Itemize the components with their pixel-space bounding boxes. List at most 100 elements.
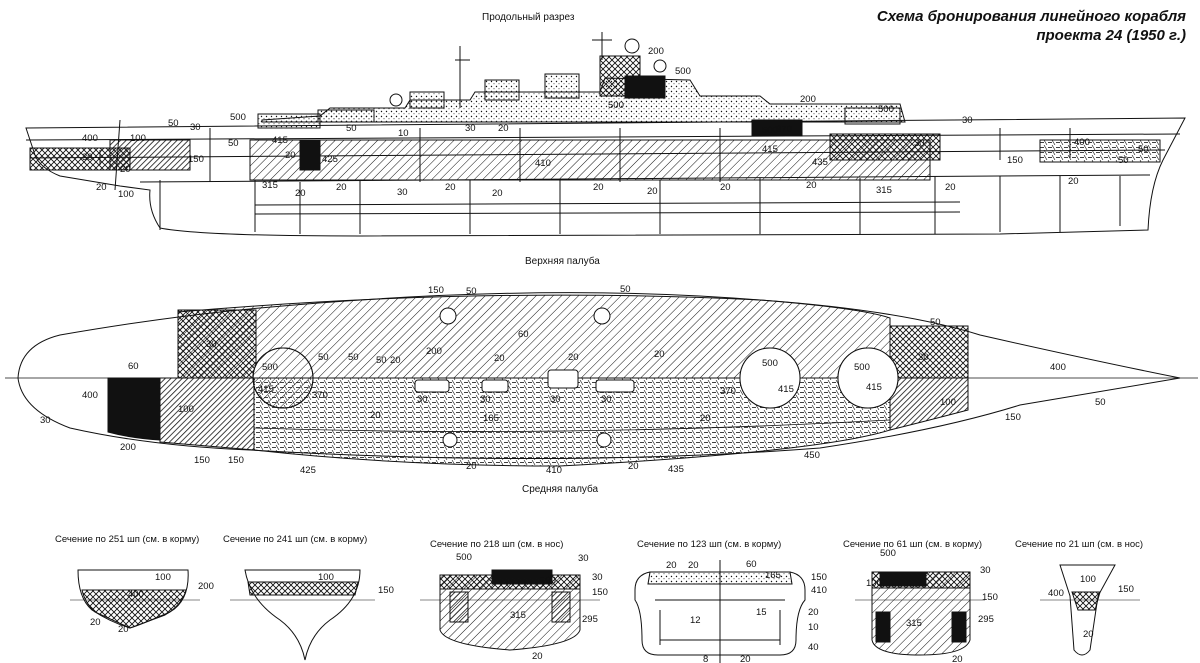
deck-label-13: 500	[262, 362, 278, 373]
longitudinal-label-23: 20	[498, 123, 509, 134]
deck-label-20: 500	[762, 358, 778, 369]
deck-label-7: 50	[376, 355, 387, 366]
deck-label-6: 50	[348, 352, 359, 363]
deck-label-10: 20	[494, 353, 505, 364]
longitudinal-label-14: 415	[272, 135, 288, 146]
deck-label-17: 30	[480, 394, 491, 405]
longitudinal-label-10: 20	[96, 182, 107, 193]
upper-armor-fill	[177, 294, 891, 379]
section-5-label-3: 20	[1083, 629, 1094, 640]
longitudinal-label-43: 20	[806, 180, 817, 191]
section-3-label-1: 20	[688, 560, 699, 571]
longitudinal-label-4: 30	[190, 122, 201, 133]
deck-label-45: 435	[668, 464, 684, 475]
middle-armor-fill	[253, 377, 891, 467]
section-4-label-5: 295	[978, 614, 994, 625]
section-5-label-2: 150	[1118, 584, 1134, 595]
longitudinal-label-28: 30	[914, 138, 925, 149]
longitudinal-label-44: 315	[876, 185, 892, 196]
section-0-label-2: 200	[198, 581, 214, 592]
section-4-label-1: 30	[980, 565, 991, 576]
upper-deck-outline	[17, 292, 1181, 379]
longitudinal-label-5: 50	[168, 118, 179, 129]
deck-label-23: 500	[854, 362, 870, 373]
armored-tower	[624, 75, 666, 99]
section-3-label-7: 20	[808, 607, 819, 618]
section-241-drawing	[230, 569, 375, 661]
section-21-drawing	[1040, 564, 1140, 656]
section-5-label-1: 400	[1048, 588, 1064, 599]
deck-label-38: 165	[483, 413, 499, 424]
section-4-label-0: 500	[880, 548, 896, 559]
deck-label-34: 150	[194, 455, 210, 466]
longitudinal-label-20: 50	[346, 123, 357, 134]
section-caption-123: Сечение по 123 шп (см. в корму)	[637, 539, 782, 550]
section-2-label-5: 315	[510, 610, 526, 621]
section-3-label-4: 150	[811, 572, 827, 583]
deck-label-30: 400	[82, 390, 98, 401]
longitudinal-label-22: 410	[535, 158, 551, 169]
section-3-label-0: 20	[666, 560, 677, 571]
longitudinal-label-18: 10	[398, 128, 409, 139]
longitudinal-label-38: 30	[397, 187, 408, 198]
deck-label-15: 415	[258, 384, 274, 395]
deck-label-37: 20	[370, 410, 381, 421]
section-caption-218: Сечение по 218 шп (см. в нос)	[430, 539, 564, 550]
deck-label-24: 415	[866, 382, 882, 393]
section-1-label-1: 150	[378, 585, 394, 596]
section-2-label-4: 150	[592, 587, 608, 598]
section-0-label-0: 100	[155, 572, 171, 583]
director-2	[624, 38, 640, 54]
longitudinal-label-11: 100	[118, 189, 134, 200]
deck-label-1: 50	[466, 286, 477, 297]
section-123-drawing	[634, 560, 806, 663]
longitudinal-label-30: 150	[1007, 155, 1023, 166]
deck-label-39: 20	[700, 413, 711, 424]
upper-deck-label: Верхняя палуба	[525, 256, 600, 267]
section-3-label-8: 12	[690, 615, 701, 626]
deck-label-18: 30	[550, 394, 561, 405]
deck-label-3: 60	[518, 329, 529, 340]
section-0-label-4: 20	[118, 624, 129, 635]
deck-label-44: 20	[628, 461, 639, 472]
main-turret-1	[257, 113, 321, 129]
deck-label-0: 150	[428, 285, 444, 296]
longitudinal-label-25: 500	[762, 125, 778, 136]
upper-stern-crossed	[889, 325, 969, 379]
longitudinal-label-12: 150	[188, 154, 204, 165]
main-belt-fill	[249, 139, 931, 181]
section-3-label-6: 15	[756, 607, 767, 618]
section-4-label-2: 100	[866, 578, 882, 589]
deck-label-36: 100	[940, 397, 956, 408]
section-2-label-7: 20	[532, 651, 543, 662]
longitudinal-label-45: 20	[945, 182, 956, 193]
longitudinal-label-17: 20	[336, 182, 347, 193]
longitudinal-label-6: 100	[130, 133, 146, 144]
section-251-drawing	[70, 569, 200, 629]
barbette-fore-lower	[252, 347, 314, 409]
longitudinal-label-9: 20	[120, 164, 131, 175]
longitudinal-label-29: 500	[878, 104, 894, 115]
section-4-label-6: 20	[952, 654, 963, 663]
deck-label-5: 50	[318, 352, 329, 363]
section-4-label-4: 315	[906, 618, 922, 629]
deck-label-11: 20	[568, 352, 579, 363]
deck-label-35: 150	[228, 455, 244, 466]
longitudinal-label-34: 50	[1138, 144, 1149, 155]
deck-label-41: 425	[300, 465, 316, 476]
deck-label-19: 30	[601, 394, 612, 405]
longitudinal-section-label: Продольный разрез	[482, 12, 575, 23]
longitudinal-label-16: 425	[322, 154, 338, 165]
section-0-label-3: 20	[90, 617, 101, 628]
longitudinal-label-21: 500	[608, 100, 624, 111]
longitudinal-label-24: 370	[776, 124, 792, 135]
deck-label-22: 370	[720, 386, 736, 397]
longitudinal-label-8: 30	[82, 152, 93, 163]
deck-label-29: 60	[128, 361, 139, 372]
section-3-label-2: 60	[746, 559, 757, 570]
section-caption-21: Сечение по 21 шп (см. в нос)	[1015, 539, 1144, 550]
middle-deck-label: Средняя палуба	[522, 484, 599, 495]
